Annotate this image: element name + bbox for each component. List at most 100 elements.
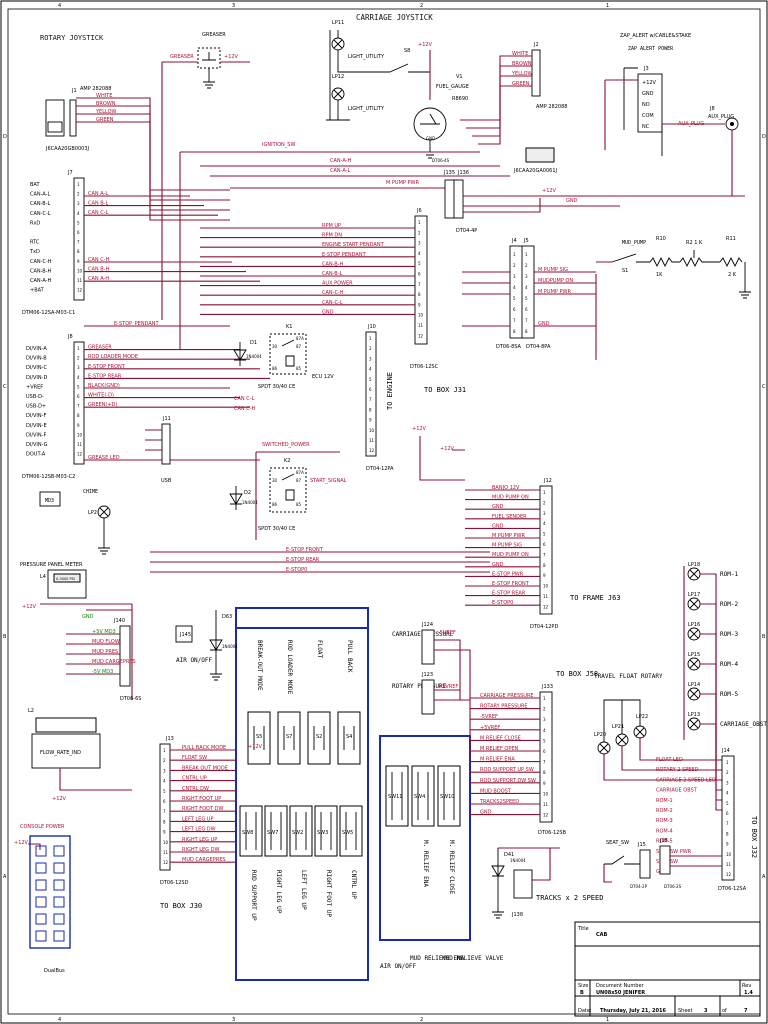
rom-lamp-ref: LP14 bbox=[688, 682, 700, 688]
can-net-label: CAN C-H bbox=[88, 257, 110, 263]
k1-pin85: 85 bbox=[296, 366, 302, 371]
j8-pin-number: 11 bbox=[77, 442, 83, 447]
flow-rate-ind-label: FLOW_RATE_IND bbox=[40, 750, 81, 756]
sheet-value: 3 bbox=[704, 1008, 708, 1014]
can-net-label: CAN A-L bbox=[88, 191, 108, 197]
lp12-ref: LP12 bbox=[332, 74, 344, 80]
border-row-a: A bbox=[3, 874, 7, 880]
to-box-j31-label: TO BOX J31 bbox=[424, 386, 466, 394]
j13-pin-number: 8 bbox=[163, 819, 166, 824]
date-value: Thursday, July 21, 2016 bbox=[600, 1008, 666, 1014]
j14-net-label: SEAT SW PWR bbox=[656, 849, 692, 855]
j133-pin-number: 9 bbox=[543, 781, 546, 786]
j13-net-label: RIGHT LEG DW bbox=[182, 847, 219, 853]
border-row-b: B bbox=[3, 634, 7, 640]
lp20-ref: LP20 bbox=[594, 732, 606, 738]
d41-part: 1N4004 bbox=[510, 858, 526, 863]
j5-part: DT04-8PA bbox=[526, 344, 551, 350]
j8-pin-number: 8 bbox=[77, 413, 80, 418]
j10-pin-number: 12 bbox=[369, 448, 375, 453]
chime-label: CHIME bbox=[83, 489, 98, 495]
j13-net-label: RIGHT FOOT UP bbox=[182, 796, 221, 802]
j133-net-label: ROTARY PRESSURE bbox=[480, 704, 528, 710]
j133-pin-number: 4 bbox=[543, 728, 546, 733]
j12-pin-number: 5 bbox=[543, 532, 546, 537]
date-label: Date: bbox=[578, 1008, 592, 1014]
j8-pin-label: DI/VIN-A bbox=[26, 346, 47, 352]
j4-pin-number: 7 bbox=[513, 318, 516, 323]
j12-net-label: GND bbox=[492, 562, 504, 568]
j140-net-label: MUD CARGEPRES bbox=[92, 659, 136, 665]
leg-switch-body bbox=[314, 805, 338, 857]
k1-pin86: 86 bbox=[272, 366, 278, 371]
j3-ref: J3 bbox=[643, 66, 649, 72]
relief-switch-body bbox=[385, 765, 409, 827]
j6-net-label: CAN-B-L bbox=[322, 271, 343, 277]
border-col-markers: 4 3 2 1 4 3 2 1 D C B A D C B A bbox=[3, 3, 766, 1023]
mode-switch-body bbox=[307, 711, 331, 765]
j13-pin-number: 12 bbox=[163, 860, 169, 865]
j2-ref: J2 bbox=[533, 42, 539, 48]
j133-pin-number: 5 bbox=[543, 738, 546, 743]
j7-pin-number: 6 bbox=[77, 230, 80, 235]
air-on-off: J145 AIR ON/OFF 1N4004 D63 bbox=[175, 610, 238, 681]
j7-pin-number: 9 bbox=[77, 259, 80, 264]
leg-switch-contacts bbox=[320, 812, 332, 850]
j8-pin-number: 1 bbox=[77, 346, 80, 351]
d-air-ref: D63 bbox=[222, 614, 232, 620]
r10-val: 1K bbox=[656, 272, 663, 278]
j4-pin-number: 1 bbox=[513, 252, 516, 257]
j13-net-label: PULL BACK MODE bbox=[182, 745, 226, 751]
tracks-label: TRACKS x 2 SPEED bbox=[536, 894, 603, 902]
j13-net-label: MUD CARGEPRES bbox=[182, 857, 226, 863]
j5-pin-number: 6 bbox=[525, 307, 528, 312]
lp12-label: LIGHT_UTILITY bbox=[348, 106, 385, 112]
j8-pin-label: DI/VIN-D bbox=[26, 375, 47, 381]
j3-pin-label: NO bbox=[642, 102, 650, 108]
j136-ref: J136 bbox=[457, 170, 469, 176]
can-net-label: CAN B-H bbox=[88, 267, 109, 273]
to-frame-j63-label: TO FRAME J63 bbox=[570, 594, 621, 602]
greaser-12v: +12V bbox=[224, 54, 239, 60]
meter-12v: +12V bbox=[22, 604, 37, 610]
j4-net-label: GND bbox=[538, 321, 550, 327]
leg-switch-contacts bbox=[245, 812, 257, 850]
j7-pin-label: RxD bbox=[30, 220, 40, 226]
mode-switch-body bbox=[277, 711, 301, 765]
s8-ref: S8 bbox=[404, 48, 410, 54]
lp22-ref: LP22 bbox=[636, 714, 648, 720]
j7-pin-number: 8 bbox=[77, 249, 80, 254]
joystick-left-wire bbox=[76, 121, 230, 221]
j8-net-label: BLACK(GND) bbox=[88, 383, 120, 389]
mud-pump-label: MUD_PUMP bbox=[622, 240, 646, 246]
j7-pin-label: +BAT bbox=[30, 288, 45, 294]
flow-12v: +12V bbox=[52, 796, 67, 802]
j14-pin-number: 2 bbox=[726, 770, 729, 775]
j133-net-label: ROD SUPPORT DW SW bbox=[480, 778, 536, 784]
title-label: Title bbox=[577, 926, 589, 932]
leg-switch-label: LEFT LEG UP bbox=[300, 870, 307, 910]
j8-pin-number: 2 bbox=[77, 356, 80, 361]
j12-pin-number: 6 bbox=[543, 542, 546, 547]
seat-sw-label: SEAT_SW bbox=[606, 840, 629, 846]
can-net-label: CAN B-L bbox=[88, 201, 108, 207]
tracks: D41 1N4004 J138 TRACKS x 2 SPEED bbox=[491, 847, 603, 919]
j123-ref: J123 bbox=[421, 672, 433, 678]
j8-aux-ref: J8 bbox=[709, 106, 715, 112]
sheet-inner-border bbox=[7, 8, 761, 1015]
j145-ref: J145 bbox=[179, 632, 191, 638]
relay-k2: SWITCHED_POWER K2 30 87A 87 86 85 START_… bbox=[229, 442, 347, 540]
j8-pin-label: DI/VIN-E bbox=[26, 423, 47, 429]
k1-pin30: 30 bbox=[272, 344, 278, 349]
j10-pin-number: 11 bbox=[369, 438, 375, 443]
size-label: Size bbox=[578, 983, 588, 989]
border-row-d: D bbox=[3, 134, 7, 140]
relief-switch-contacts bbox=[417, 772, 429, 820]
j12-pin-number: 8 bbox=[543, 563, 546, 568]
j7-pin-label: CAN-C-L bbox=[30, 211, 51, 217]
